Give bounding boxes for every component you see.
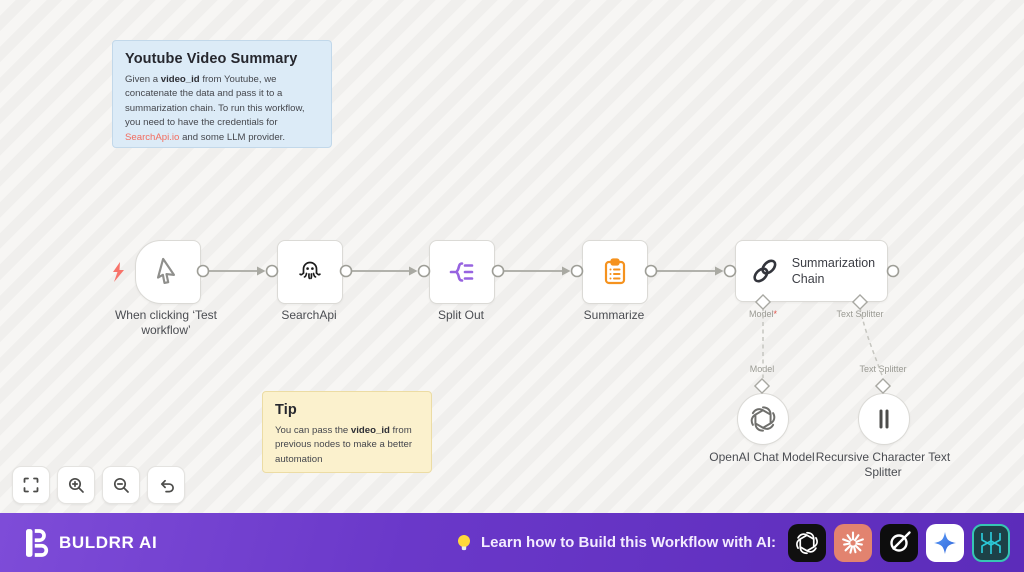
node-recursive-text-splitter[interactable]: [858, 393, 910, 445]
input-port-splitout[interactable]: [417, 264, 431, 278]
brand[interactable]: BULDRR AI: [26, 528, 158, 557]
undo-icon: [160, 479, 174, 492]
openai-icon: [796, 531, 818, 554]
node-label-trigger: When clicking ‘Test workflow’: [114, 308, 218, 337]
claude-link[interactable]: [834, 523, 872, 562]
text-splitter-port-chain[interactable]: [851, 293, 869, 311]
clipboard-icon: [604, 258, 626, 285]
node-openai-chat-model[interactable]: [737, 393, 789, 445]
model-port-chain[interactable]: [754, 293, 772, 311]
node-label-splitter: Recursive Character Text Splitter: [815, 450, 951, 479]
gemini-link[interactable]: [926, 523, 964, 562]
node-label-openai: OpenAI Chat Model: [709, 450, 815, 464]
output-port-openai[interactable]: [753, 377, 771, 395]
searchapi-link[interactable]: SearchApi.io: [125, 131, 180, 143]
bottom-bar: BULDRR AI Learn how to Build this Workfl…: [0, 513, 1024, 572]
zoom-out-button[interactable]: [102, 466, 140, 504]
node-summarize[interactable]: [582, 240, 648, 304]
openai-link[interactable]: [788, 523, 826, 562]
fit-view-icon: [23, 477, 39, 493]
zoom-in-button[interactable]: [57, 466, 95, 504]
zoom-in-icon: [68, 477, 84, 493]
split-icon: [449, 262, 474, 282]
node-label-searchapi: SearchApi: [281, 308, 337, 322]
input-port-summarize[interactable]: [570, 264, 584, 278]
output-port-splitter[interactable]: [874, 377, 892, 395]
grok-link[interactable]: [880, 523, 918, 562]
lightbulb-icon: [458, 534, 471, 550]
sticky-note-body: You can pass the video_id from previous …: [275, 425, 413, 465]
node-label-summarize: Summarize: [583, 308, 645, 322]
perplexity-link[interactable]: [972, 523, 1010, 562]
ai-tool-links: [788, 523, 1010, 562]
output-port-chain[interactable]: [886, 264, 900, 278]
openai-icon: [750, 406, 776, 432]
octopus-icon: [299, 261, 321, 280]
port-label-model-required: Model*: [748, 309, 778, 319]
node-title: Summarization Chain: [791, 255, 876, 286]
sticky-note-tip[interactable]: Tip You can pass the video_id from previ…: [262, 391, 432, 473]
output-port-splitout[interactable]: [491, 264, 505, 278]
node-manual-trigger[interactable]: [135, 240, 201, 304]
node-label-split-out: Split Out: [437, 308, 485, 322]
output-port-summarize[interactable]: [644, 264, 658, 278]
pause-bars-icon: [879, 409, 889, 429]
cursor-icon: [156, 257, 176, 285]
node-split-out[interactable]: [429, 240, 495, 304]
buldrr-logo-icon: [26, 528, 49, 557]
output-port-searchapi[interactable]: [339, 264, 353, 278]
sticky-note-body: Given a video_id from Youtube, we concat…: [125, 74, 305, 143]
node-summarization-chain[interactable]: Summarization Chain: [735, 240, 888, 302]
brand-name: BULDRR AI: [59, 532, 158, 552]
cta-text: Learn how to Build this Workflow with AI…: [481, 534, 776, 551]
zoom-out-icon: [113, 477, 129, 493]
sticky-note-summary[interactable]: Youtube Video Summary Given a video_id f…: [112, 40, 332, 148]
grok-icon: [890, 530, 911, 552]
sticky-note-title: Youtube Video Summary: [125, 51, 298, 67]
node-searchapi[interactable]: [277, 240, 343, 304]
claude-icon: [842, 530, 864, 554]
undo-button[interactable]: [147, 466, 185, 504]
port-label-text-splitter: Text Splitter: [859, 364, 907, 374]
sticky-note-title: Tip: [275, 402, 297, 418]
fit-view-button[interactable]: [12, 466, 50, 504]
port-label-model: Model: [749, 364, 775, 374]
input-port-chain[interactable]: [723, 264, 737, 278]
output-port-trigger[interactable]: [196, 264, 210, 278]
cta: Learn how to Build this Workflow with AI…: [455, 533, 776, 553]
chain-icon: [753, 259, 777, 283]
input-port-searchapi[interactable]: [265, 264, 279, 278]
gemini-icon: [934, 531, 956, 554]
port-label-text-splitter: Text Splitter: [836, 309, 884, 319]
perplexity-icon: [981, 531, 1001, 554]
